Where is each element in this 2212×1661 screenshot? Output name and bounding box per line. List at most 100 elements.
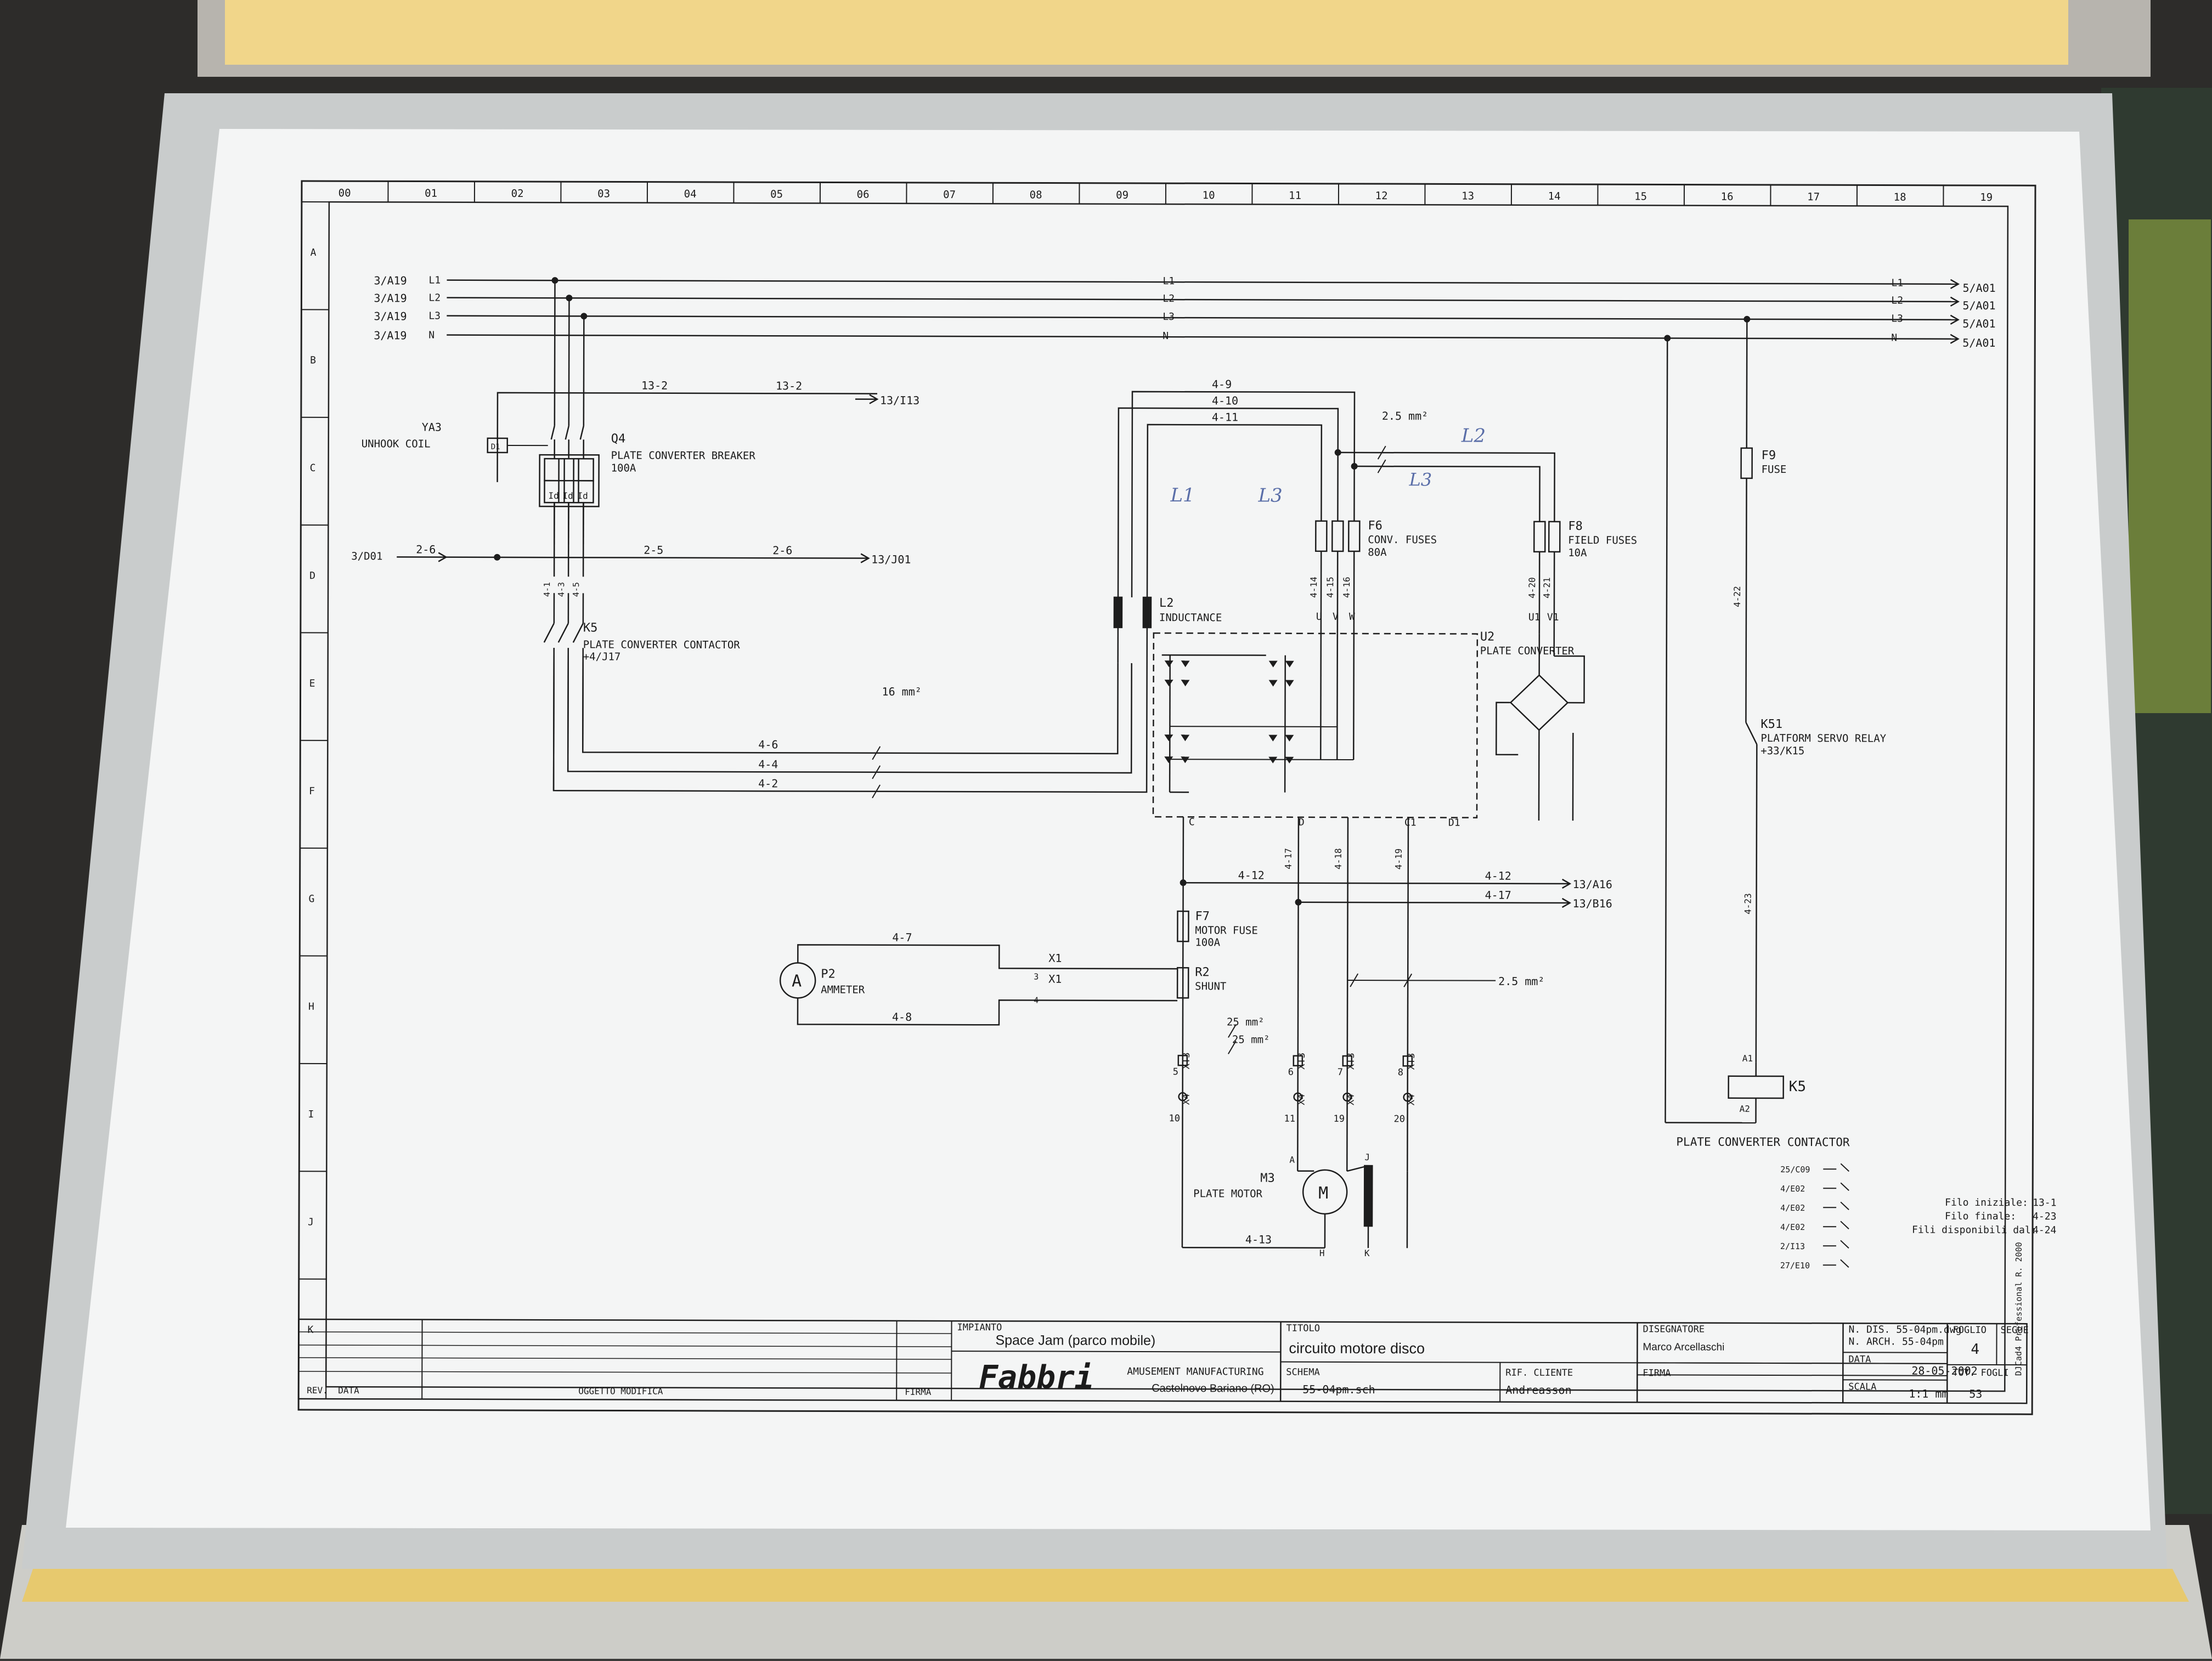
component-rating: 100A (1195, 936, 1220, 948)
wire-ref: 13/A16 (1573, 878, 1612, 891)
bus-line-label: L1 (1163, 275, 1175, 287)
wire-label: 13-2 (776, 379, 802, 392)
column-label: 13 (1462, 190, 1474, 202)
terminal-number: 10 (1169, 1113, 1181, 1124)
breaker-pole-label: Id (577, 490, 588, 501)
bus-line-label: L3 (1163, 311, 1175, 323)
column-label: 06 (857, 189, 870, 201)
bus-line-right: L2 (1891, 295, 1903, 307)
column-label: 05 (770, 188, 783, 200)
component-tag: K5 (1789, 1078, 1806, 1095)
wire-section: 25 mm² (1227, 1016, 1265, 1028)
coil-terminal: A1 (1742, 1053, 1753, 1064)
contact-ref: 4/E02 (1780, 1184, 1805, 1194)
component-desc: PLATE CONVERTER (1480, 645, 1575, 657)
column-label: 08 (1030, 189, 1042, 201)
tb-value: N. ARCH. 55-04pm (1848, 1336, 1943, 1347)
terminal-label: V (1333, 611, 1339, 623)
component-desc: PLATFORM SERVO RELAY (1760, 732, 1886, 745)
column-label: 02 (511, 188, 524, 200)
wire-label: 4-7 (892, 931, 912, 944)
coil-mark: D1 (491, 443, 500, 451)
component-ref: +4/J17 (583, 651, 621, 663)
converter-in (1353, 634, 1354, 760)
tb-label: TITOLO (1286, 1323, 1320, 1334)
terminal-label: J (1364, 1152, 1370, 1162)
component-tag: K51 (1760, 717, 1782, 731)
component-desc: UNHOOK COIL (362, 438, 431, 450)
wire-label: 4-19 (1393, 849, 1404, 870)
converter-link (1170, 759, 1353, 760)
inductor-coil (1114, 597, 1122, 628)
terminal-number: 19 (1334, 1114, 1345, 1125)
tb-label: FIRMA (905, 1387, 932, 1397)
contact-ref: 4/E02 (1780, 1222, 1805, 1232)
component-tag: Q4 (611, 432, 626, 445)
tb-label: SCALA (1848, 1381, 1876, 1392)
terminal-strip-label: X4 (1406, 1094, 1417, 1106)
wire-ref: 13/B16 (1573, 897, 1612, 910)
component-desc: INDUCTANCE (1159, 612, 1222, 624)
tb-label: DATA (338, 1385, 359, 1396)
column-label: 11 (1289, 190, 1301, 202)
wire-ref: 13/I13 (880, 394, 919, 407)
terminal-number: 6 (1288, 1067, 1294, 1078)
right-object (2129, 219, 2211, 713)
terminal-number: 20 (1394, 1114, 1406, 1125)
field-winding (1364, 1166, 1372, 1226)
tb-label: FIRMA (1643, 1368, 1671, 1378)
tb-value: 53 (1969, 1387, 1982, 1400)
terminal-strip-label: X4 (1296, 1094, 1307, 1105)
bus-line-right: N (1891, 332, 1897, 344)
motor-wire-d (1297, 817, 1299, 1171)
wire-4-13 (1182, 1247, 1325, 1248)
component-tag: L2 (1159, 596, 1174, 610)
wire-label: 2-6 (772, 544, 792, 557)
wire-label: 2-5 (644, 544, 663, 557)
component-rating: 80A (1368, 546, 1387, 558)
row-label: E (309, 678, 315, 690)
component-tag: R2 (1195, 965, 1210, 979)
wire-ref: 3/D01 (351, 550, 382, 562)
wire-ref: 13/J01 (871, 553, 911, 566)
component-desc: PLATE CONVERTER CONTACTOR (1676, 1135, 1849, 1149)
tb-label: OGGETTO MODIFICA (578, 1386, 663, 1396)
wire-label: 4-11 (1212, 410, 1238, 423)
converter-in (1337, 634, 1338, 760)
component-desc: FUSE (1762, 464, 1787, 476)
bus-line-left: N (428, 330, 435, 341)
contact-ref: 2/I13 (1780, 1241, 1805, 1251)
tb-label: SCHEMA (1286, 1367, 1319, 1378)
terminal-number: 5 (1173, 1066, 1178, 1077)
table-value: 4-24 (2033, 1224, 2056, 1236)
bus-ref-right: 5/A01 (1962, 336, 1995, 349)
tb-value: 55-04pm.sch (1302, 1383, 1375, 1396)
terminal-label: 4 (1034, 995, 1039, 1005)
wire-section-leader (1347, 980, 1496, 981)
wire-label: 4-13 (1245, 1233, 1272, 1246)
table-label: Filo finale: (1945, 1211, 2016, 1222)
wire-section: 2.5 mm² (1382, 409, 1428, 422)
component-tag: F9 (1762, 449, 1776, 462)
tb-value: N. DIS. 55-04pm.dwg (1849, 1324, 1962, 1336)
wire-label: 4-6 (758, 738, 778, 751)
wire-label: 13-2 (641, 379, 668, 392)
component-tag: F6 (1368, 519, 1383, 533)
column-label: 01 (425, 188, 437, 200)
wire-label: 4-5 (571, 582, 581, 597)
row-label: J (308, 1216, 314, 1228)
wire-section: 16 mm² (882, 685, 922, 698)
tb-value: AMUSEMENT MANUFACTURING (1127, 1366, 1263, 1378)
inductor-coil (1143, 597, 1151, 628)
bus-ref-left: 3/A19 (374, 309, 407, 323)
contact-ref: 27/E10 (1780, 1261, 1810, 1270)
component-desc: PLATE CONVERTER BREAKER (611, 449, 756, 462)
wire-label: 4-2 (758, 777, 778, 790)
terminal-label: W (1349, 611, 1355, 623)
tb-value: Andreasson (1505, 1383, 1571, 1397)
column-label: 17 (1807, 191, 1820, 203)
row-label: D (309, 570, 315, 581)
bus-line-left: L1 (428, 275, 441, 286)
terminal-strip-label: XT3 (1346, 1053, 1357, 1070)
component-ref: +33/K15 (1760, 745, 1804, 757)
